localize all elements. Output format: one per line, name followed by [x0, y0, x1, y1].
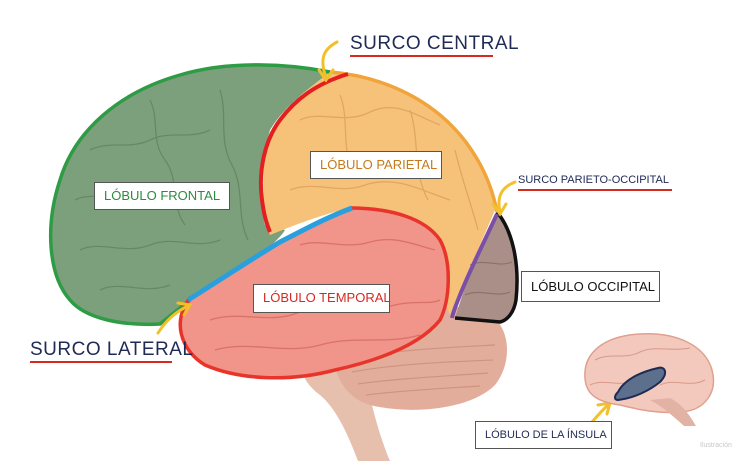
watermark: Ilustración	[700, 442, 732, 449]
arrow-lateral	[156, 304, 190, 335]
lateral-sulcus	[186, 205, 353, 303]
label-occipital-lobe: LÓBULO OCCIPITAL	[521, 271, 660, 302]
label-parietal-lobe: LÓBULO PARIETAL	[310, 151, 442, 179]
parieto-occipital-sulcus	[450, 213, 499, 319]
label-parieto-occipital-sulcus: SURCO PARIETO-OCCIPITAL	[518, 174, 669, 186]
insula-inset	[584, 333, 715, 426]
arrow-central	[321, 40, 339, 80]
label-central-sulcus: SURCO CENTRAL	[350, 33, 520, 54]
underline-lateral-sulcus	[30, 361, 172, 363]
underline-parieto-occipital-sulcus	[518, 189, 672, 191]
underline-central-sulcus	[350, 55, 493, 57]
central-sulcus	[258, 72, 349, 233]
label-insula-lobe: LÓBULO DE LA ÍNSULA	[475, 421, 612, 449]
arrow-parieto-occipital	[497, 180, 517, 214]
label-frontal-lobe: LÓBULO FRONTAL	[94, 182, 230, 210]
label-temporal-lobe: LÓBULO TEMPORAL	[253, 284, 391, 313]
label-lateral-sulcus: SURCO LATERAL	[30, 339, 194, 360]
insula-region	[614, 366, 666, 402]
occipital-lobe	[455, 212, 518, 322]
